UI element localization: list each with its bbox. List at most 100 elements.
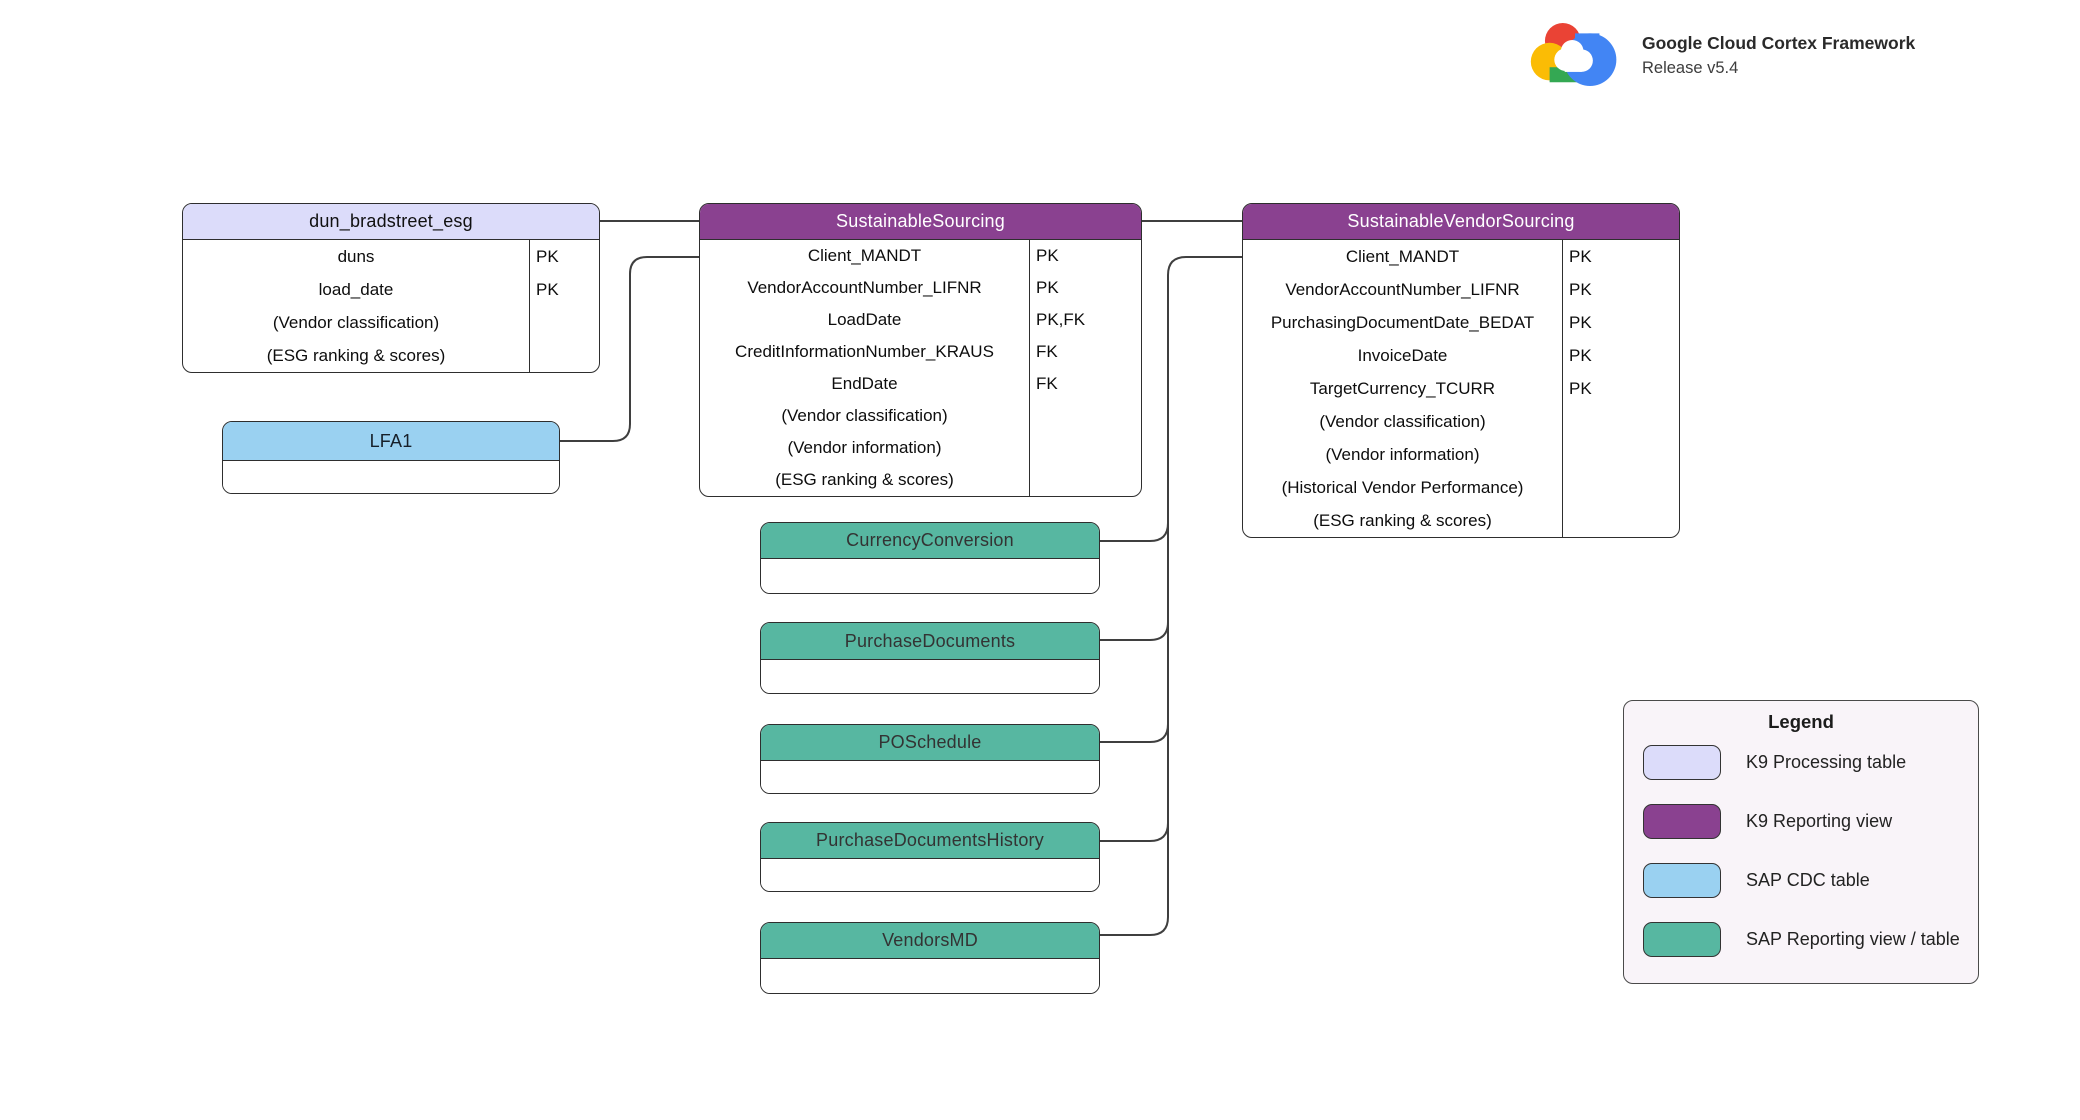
- table-row: duns PK: [183, 240, 599, 273]
- column-name: duns: [337, 246, 375, 266]
- key-flags: [529, 339, 599, 372]
- key-flags: [1029, 464, 1141, 496]
- key-flags: [529, 306, 599, 339]
- column-name: (Historical Vendor Performance): [1281, 477, 1524, 497]
- column-name: TargetCurrency_TCURR: [1309, 378, 1496, 398]
- table-title-dun_bradstreet_esg: dun_bradstreet_esg: [183, 204, 599, 240]
- key-flags: PK: [529, 240, 599, 273]
- legend-item: K9 Reporting view: [1643, 804, 1978, 839]
- empty-row: [761, 660, 1099, 693]
- edge-poschedule: [1100, 723, 1169, 743]
- column-name: (Vendor classification): [1319, 411, 1486, 431]
- table-PurchaseDocumentsHistory[interactable]: PurchaseDocumentsHistory: [760, 822, 1100, 892]
- column-name: load_date: [318, 279, 394, 299]
- edge-purchasedocumentshistory: [1100, 822, 1169, 842]
- legend-label: SAP Reporting view / table: [1746, 929, 1960, 949]
- key-flags: PK: [1562, 306, 1679, 339]
- key-flags: PK: [1562, 240, 1679, 273]
- key-flags: [1562, 405, 1679, 438]
- page-title: Google Cloud Cortex Framework: [1642, 32, 1916, 53]
- legend-label: K9 Processing table: [1746, 752, 1907, 772]
- empty-row: [761, 559, 1099, 593]
- table-row: CreditInformationNumber_KRAUS FK: [700, 336, 1141, 368]
- brand-header: Google Cloud Cortex Framework Release v5…: [1528, 12, 1915, 98]
- column-name: CreditInformationNumber_KRAUS: [735, 342, 994, 361]
- table-row: VendorAccountNumber_LIFNR PK: [1243, 273, 1679, 306]
- table-title-PurchaseDocuments: PurchaseDocuments: [761, 623, 1099, 660]
- column-name: EndDate: [831, 374, 898, 393]
- table-body: Client_MANDT PK VendorAccountNumber_LIFNR P…: [700, 240, 1141, 496]
- column-name: PurchasingDocumentDate_BEDAT: [1270, 312, 1535, 332]
- table-PurchaseDocuments[interactable]: PurchaseDocuments: [760, 622, 1100, 694]
- table-row: EndDate FK: [700, 368, 1141, 400]
- table-row: (Vendor classification): [700, 400, 1141, 432]
- table-title-SustainableSourcing: SustainableSourcing: [700, 204, 1141, 240]
- empty-row: [761, 959, 1099, 993]
- column-name: (Vendor classification): [781, 406, 948, 425]
- release-version: Release v5.4: [1642, 58, 1739, 77]
- table-VendorsMD[interactable]: VendorsMD: [760, 922, 1100, 994]
- legend-item: SAP CDC table: [1643, 863, 1978, 898]
- empty-row: [223, 461, 559, 493]
- column-name: (Vendor information): [787, 438, 942, 457]
- column-name: VendorAccountNumber_LIFNR: [1285, 279, 1520, 299]
- key-flags: FK: [1029, 368, 1141, 400]
- table-row: (Vendor information): [1243, 438, 1679, 471]
- table-row: (ESG ranking & scores): [183, 339, 599, 372]
- column-name: (Vendor classification): [272, 312, 440, 332]
- key-flags: [1029, 400, 1141, 432]
- legend-item: K9 Processing table: [1643, 745, 1978, 780]
- legend-label: SAP CDC table: [1746, 870, 1870, 890]
- key-flags: [1562, 438, 1679, 471]
- legend-swatch: [1643, 804, 1721, 839]
- column-name: LoadDate: [827, 310, 902, 329]
- empty-row: [761, 859, 1099, 891]
- table-row: (ESG ranking & scores): [1243, 504, 1679, 537]
- legend-item: SAP Reporting view / table: [1643, 922, 1978, 957]
- google-cloud-logo: [1530, 23, 1617, 87]
- column-name: Client_MANDT: [807, 246, 922, 265]
- table-row: VendorAccountNumber_LIFNR PK: [700, 272, 1141, 304]
- table-row: (Historical Vendor Performance): [1243, 471, 1679, 504]
- table-row: load_date PK: [183, 273, 599, 306]
- table-LFA1[interactable]: LFA1: [222, 421, 560, 494]
- column-name: (Vendor information): [1325, 444, 1480, 464]
- table-title-POSchedule: POSchedule: [761, 725, 1099, 761]
- table-title-LFA1: LFA1: [223, 422, 559, 461]
- legend-swatch: [1643, 863, 1721, 898]
- table-title-SustainableVendorSourcing: SustainableVendorSourcing: [1243, 204, 1679, 240]
- column-name: InvoiceDate: [1357, 345, 1448, 365]
- key-flags: PK: [529, 273, 599, 306]
- column-name: VendorAccountNumber_LIFNR: [747, 278, 982, 297]
- key-flags: PK,FK: [1029, 304, 1141, 336]
- key-flags: [1562, 471, 1679, 504]
- table-CurrencyConversion[interactable]: CurrencyConversion: [760, 522, 1100, 594]
- table-row: (Vendor classification): [183, 306, 599, 339]
- table-title-VendorsMD: VendorsMD: [761, 923, 1099, 959]
- legend-swatch: [1643, 745, 1721, 780]
- table-row: (Vendor information): [700, 432, 1141, 464]
- table-row: Client_MANDT PK: [700, 240, 1141, 272]
- table-row: (ESG ranking & scores): [700, 464, 1141, 496]
- table-row: (Vendor classification): [1243, 405, 1679, 438]
- column-name: (ESG ranking & scores): [775, 470, 954, 489]
- legend-label: K9 Reporting view: [1746, 811, 1893, 831]
- edge-currencyconversion: [1100, 522, 1169, 542]
- key-flags: PK: [1029, 272, 1141, 304]
- key-flags: PK: [1562, 273, 1679, 306]
- empty-row: [761, 761, 1099, 793]
- column-name: (ESG ranking & scores): [1313, 510, 1492, 530]
- table-POSchedule[interactable]: POSchedule: [760, 724, 1100, 794]
- key-flags: PK: [1562, 339, 1679, 372]
- key-flags: PK: [1029, 240, 1141, 272]
- key-flags: FK: [1029, 336, 1141, 368]
